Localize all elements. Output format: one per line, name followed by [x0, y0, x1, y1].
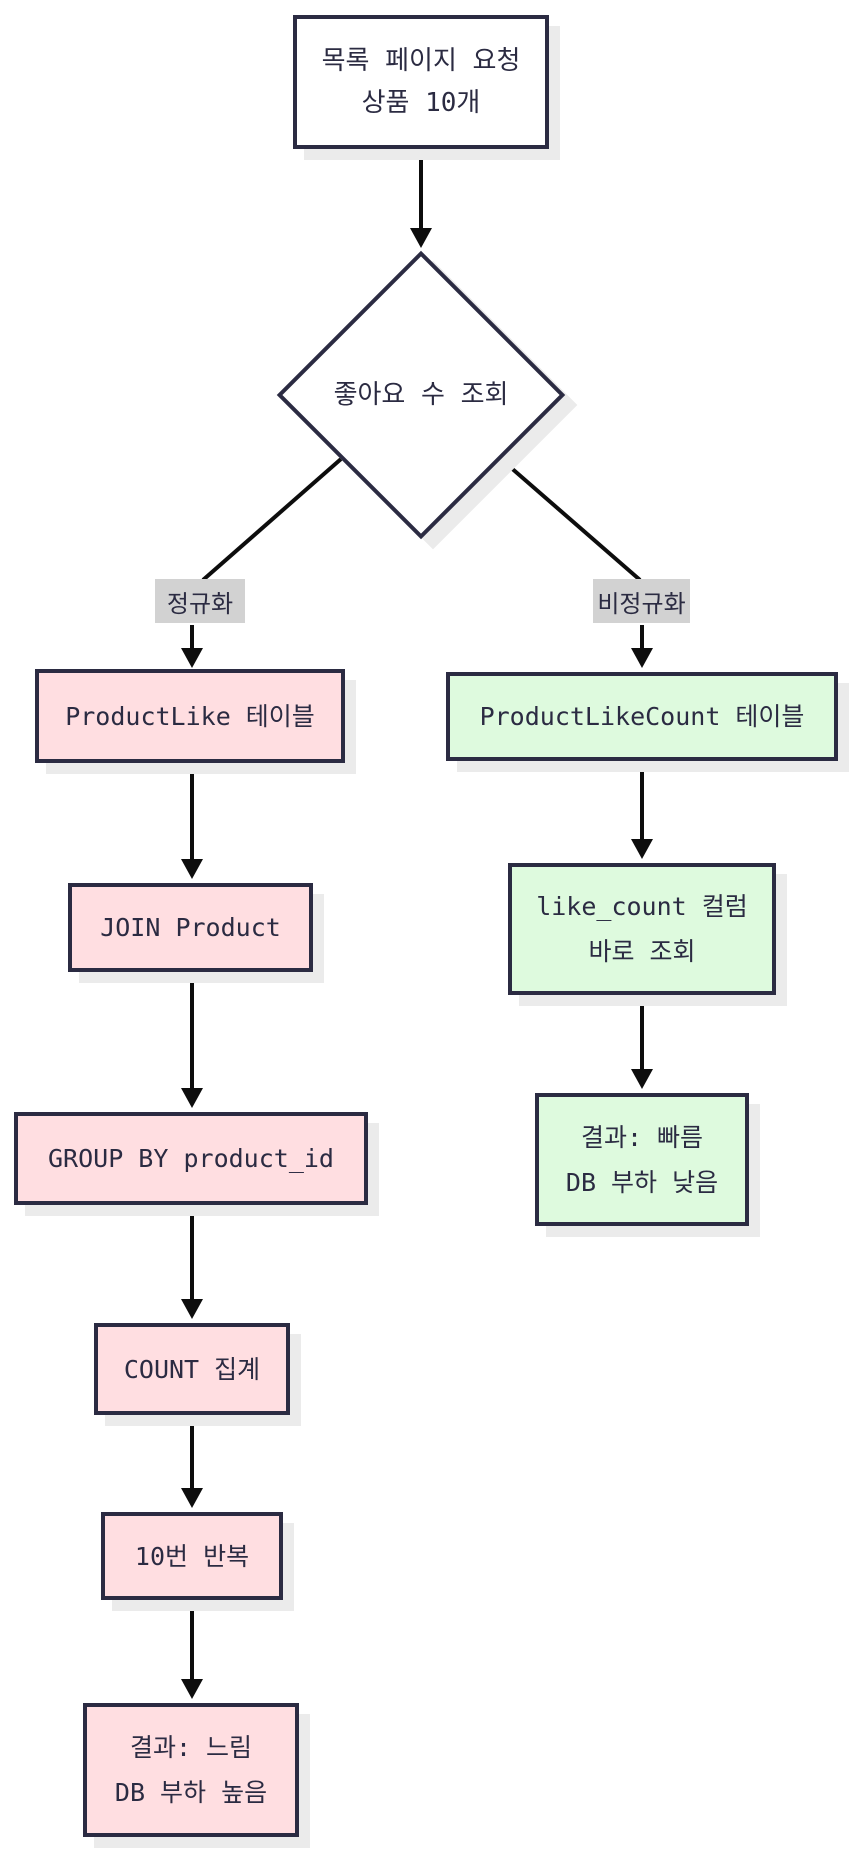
node-text: JOIN Product — [100, 913, 281, 942]
node-result-slow: 결과: 느림 DB 부하 높음 — [83, 1703, 299, 1837]
arrow-left-5 — [190, 1603, 194, 1679]
node-text-line1: like_count 컬럼 — [536, 892, 748, 921]
arrow-label-to-productlikecount — [640, 625, 644, 648]
node-text: GROUP BY product_id — [48, 1144, 334, 1173]
node-productlikecount-table: ProductLikeCount 테이블 — [446, 672, 838, 761]
edge-label-normalized: 정규화 — [155, 579, 245, 623]
edge-label-denormalized: 비정규화 — [593, 579, 690, 623]
node-text-line2: 바로 조회 — [588, 937, 696, 966]
node-text: ProductLikeCount 테이블 — [479, 702, 805, 731]
node-productlike-table: ProductLike 테이블 — [35, 669, 345, 763]
node-text-line2: DB 부하 낮음 — [565, 1167, 719, 1197]
node-text-line2: DB 부하 높음 — [114, 1778, 268, 1807]
node-join-product: JOIN Product — [68, 883, 313, 972]
node-result-fast: 결과: 빠름 DB 부하 낮음 — [535, 1093, 749, 1226]
node-text-line1: 결과: 빠름 — [580, 1122, 704, 1152]
arrow-left-3 — [190, 1208, 194, 1299]
start-node-line2: 상품 10개 — [361, 88, 481, 118]
decision-label: 좋아요 수 조회 — [333, 380, 509, 410]
node-text: COUNT 집계 — [123, 1354, 261, 1384]
edge-line-left — [201, 457, 343, 582]
start-node-line1: 목록 페이지 요청 — [321, 46, 521, 76]
node-text-line1: 결과: 느림 — [129, 1733, 253, 1762]
node-text: 10번 반복 — [134, 1541, 250, 1571]
arrow-left-4 — [190, 1418, 194, 1488]
edge-line-right — [499, 457, 642, 582]
arrow-right-2 — [640, 998, 644, 1069]
node-count-aggregate: COUNT 집계 — [94, 1323, 290, 1415]
arrow-right-1 — [640, 764, 644, 839]
start-node: 목록 페이지 요청 상품 10개 — [293, 15, 549, 149]
node-like-count-column: like_count 컬럼 바로 조회 — [508, 863, 776, 995]
node-group-by: GROUP BY product_id — [14, 1112, 368, 1205]
arrow-start-to-decision — [419, 152, 423, 228]
node-text: ProductLike 테이블 — [65, 701, 315, 731]
arrow-left-1 — [190, 766, 194, 859]
arrow-label-to-productlike — [190, 625, 194, 648]
node-repeat-10-times: 10번 반복 — [101, 1512, 283, 1600]
arrow-left-2 — [190, 975, 194, 1088]
